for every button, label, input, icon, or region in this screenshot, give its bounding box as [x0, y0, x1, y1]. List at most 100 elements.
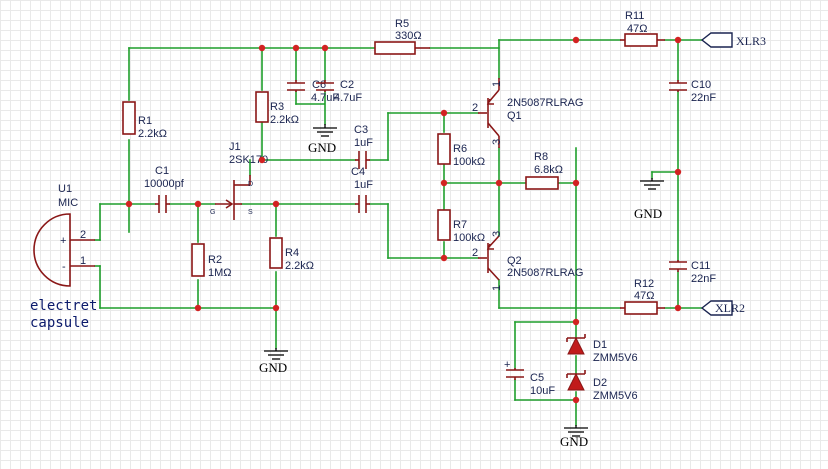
- c6-ref: C6: [312, 79, 326, 91]
- xlr3-label: XLR3: [736, 34, 766, 48]
- junction: [258, 156, 266, 164]
- ground-c10: GND: [634, 178, 664, 221]
- r5-value: 330Ω: [395, 30, 422, 42]
- u1-pin1: 1: [80, 255, 86, 267]
- junction: [674, 168, 682, 176]
- junction: [572, 396, 580, 404]
- q1-pin1: 1: [491, 81, 503, 87]
- c1-value: 10000pf: [144, 178, 185, 190]
- r5-ref: R5: [395, 18, 409, 30]
- q1-type: 2N5087RLRAG: [507, 97, 583, 109]
- junction: [674, 304, 682, 312]
- capacitor-c10: C10 22nF: [669, 79, 716, 104]
- junction: [272, 200, 280, 208]
- c2-value: 4.7uF: [334, 92, 362, 104]
- junction: [292, 44, 300, 52]
- resistor-r2: R2 1MΩ: [191, 243, 232, 279]
- c3-ref: C3: [354, 124, 368, 136]
- r12-ref: R12: [634, 278, 654, 290]
- r2-ref: R2: [208, 254, 222, 266]
- junction: [572, 318, 580, 326]
- junction: [194, 200, 202, 208]
- r7-ref: R7: [453, 219, 467, 231]
- j1-pin-d: D: [248, 181, 253, 188]
- jfet-j1: J1 2SK170 D G S: [210, 141, 268, 220]
- capacitor-c11: C11 22nF: [669, 260, 716, 285]
- r3-ref: R3: [270, 101, 284, 113]
- capacitor-c6: C6 4.7uF: [287, 79, 339, 104]
- ground-r4: GND: [259, 348, 288, 375]
- q2-ref: Q2: [507, 255, 522, 267]
- r4-value: 2.2kΩ: [285, 260, 314, 272]
- u1-type: MIC: [58, 197, 78, 209]
- ground-zener: GND: [560, 425, 588, 449]
- gnd-label-3: GND: [634, 206, 662, 221]
- c10-ref: C10: [691, 79, 711, 91]
- note-line2: capsule: [30, 315, 89, 331]
- junction: [125, 200, 133, 208]
- transistor-q2: 2 3 1 Q2 2N5087RLRAG: [472, 231, 583, 291]
- capacitor-c3: C3 1uF: [354, 124, 373, 169]
- u1-minus: -: [62, 261, 66, 273]
- junction: [572, 36, 580, 44]
- port-xlr2: XLR2: [700, 300, 745, 316]
- capacitor-c2: C2 4.7uF: [316, 79, 362, 104]
- c10-value: 22nF: [691, 92, 716, 104]
- transistor-q1: 2 1 3 2N5087RLRAG Q1: [472, 78, 583, 148]
- junction: [674, 36, 682, 44]
- c2-ref: C2: [340, 79, 354, 91]
- c6-value: 4.7uF: [311, 92, 339, 104]
- c11-value: 22nF: [691, 273, 716, 285]
- junction: [440, 109, 448, 117]
- resistor-r1: R1 2.2kΩ: [122, 101, 167, 140]
- r6-ref: R6: [453, 143, 467, 155]
- r6-value: 100kΩ: [453, 156, 485, 168]
- d1-type: ZMM5V6: [593, 352, 638, 364]
- u1-ref: U1: [58, 183, 72, 195]
- resistor-r8: R8 6.8kΩ: [525, 151, 563, 190]
- q2-pin3: 3: [491, 231, 503, 237]
- c5-ref: C5: [530, 372, 544, 384]
- r12-value: 47Ω: [634, 290, 654, 302]
- r7-value: 100kΩ: [453, 232, 485, 244]
- resistor-r11: R11 47Ω: [620, 10, 665, 47]
- c4-value: 1uF: [354, 179, 373, 191]
- wires: [94, 39, 703, 426]
- junction: [440, 254, 448, 262]
- q1-pin3: 3: [491, 139, 503, 145]
- junction: [572, 179, 580, 187]
- u1-pin2: 2: [80, 229, 86, 241]
- u1-plus: +: [60, 235, 66, 247]
- junction: [495, 179, 503, 187]
- j1-pin-s: S: [248, 209, 253, 216]
- junction: [258, 44, 266, 52]
- port-xlr3: XLR3: [700, 32, 766, 48]
- d1-ref: D1: [593, 339, 607, 351]
- junction: [440, 179, 448, 187]
- r4-ref: R4: [285, 247, 299, 259]
- r3-value: 2.2kΩ: [270, 114, 299, 126]
- j1-type: 2SK170: [229, 154, 268, 166]
- resistor-r5: R5 330Ω: [374, 18, 430, 55]
- gnd-label-2: GND: [259, 360, 287, 375]
- q2-type: 2N5087RLRAG: [507, 267, 583, 279]
- j1-ref: J1: [229, 141, 241, 153]
- r8-ref: R8: [534, 151, 548, 163]
- junction-dots: [125, 36, 682, 404]
- microphone-u1: U1 MIC + - 2 1: [33, 183, 95, 287]
- capacitor-c4: C4 1uF: [351, 166, 373, 213]
- q2-pin1: 1: [491, 285, 503, 291]
- ground-c2: GND: [308, 124, 337, 155]
- resistor-r12: R12 47Ω: [620, 278, 665, 315]
- c1-ref: C1: [155, 165, 169, 177]
- r11-value: 47Ω: [627, 23, 647, 35]
- c11-ref: C11: [691, 260, 710, 272]
- c3-value: 1uF: [354, 137, 373, 149]
- diode-d2: D2 ZMM5V6: [566, 370, 638, 402]
- gnd-label-4: GND: [560, 434, 588, 449]
- junction: [194, 304, 202, 312]
- j1-pin-g: G: [210, 209, 215, 216]
- c5-value: 10uF: [530, 385, 555, 397]
